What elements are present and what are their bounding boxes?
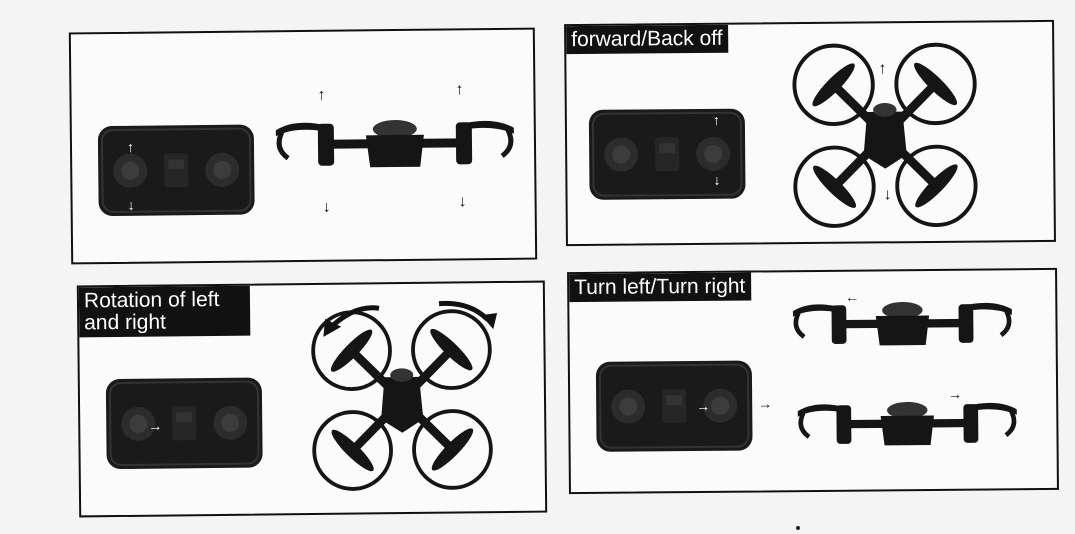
- down-arrow-icon: ↓: [128, 197, 135, 213]
- up-arrow-icon: ↑: [713, 112, 720, 128]
- up-arrow-icon: ↑: [127, 139, 134, 155]
- panel-forward-back: ↑ ↓ ↑ ↓ forward/Back off: [564, 19, 1056, 247]
- drone-side-view-icon: [276, 119, 514, 168]
- up-arrow-icon: ↑: [878, 60, 886, 77]
- down-arrow-icon: ↓: [713, 172, 720, 188]
- panel-art: ↑ ↓ ↑ ↓: [587, 22, 1056, 246]
- drone-side-view-icon: [798, 401, 1017, 446]
- remote-controller-icon: [96, 123, 256, 218]
- panel-rotation: → Rotation of left and right: [76, 280, 548, 518]
- remote-controller-icon: [587, 107, 747, 201]
- panel-art: →: [104, 300, 498, 518]
- left-arrow-icon: ←: [845, 289, 859, 305]
- right-arrow-icon: →: [948, 386, 962, 402]
- drone-side-view-icon: [793, 301, 1012, 346]
- right-arrow-icon: →: [696, 398, 710, 414]
- panel-art: → → ← →: [594, 289, 1059, 453]
- panel-turn: → → ← → Turn left/Turn right: [567, 267, 1059, 495]
- rotate-arrow-icon: [323, 318, 342, 337]
- rotate-arrow-icon: [481, 313, 498, 330]
- speck: [796, 526, 800, 530]
- down-arrow-icon: ↓: [459, 193, 467, 210]
- down-arrow-icon: ↓: [323, 199, 331, 216]
- right-arrow-icon: →: [758, 395, 772, 411]
- down-arrow-icon: ↓: [883, 186, 891, 203]
- caption-rotation: Rotation of left and right: [78, 285, 251, 338]
- up-arrow-icon: ↑: [317, 87, 325, 104]
- remote-controller-icon: [594, 359, 754, 453]
- remote-controller-icon: [104, 376, 264, 471]
- drone-top-view-icon: [313, 311, 491, 489]
- caption-turn: Turn left/Turn right: [569, 272, 752, 303]
- caption-forward-back: forward/Back off: [566, 24, 729, 55]
- panel-throttle: ↑ ↓ ↑ ↑ ↓ ↓: [68, 27, 538, 265]
- right-arrow-icon: →: [148, 418, 162, 434]
- panel-art: ↑ ↓ ↑ ↑ ↓ ↓: [96, 81, 537, 218]
- up-arrow-icon: ↑: [455, 81, 463, 98]
